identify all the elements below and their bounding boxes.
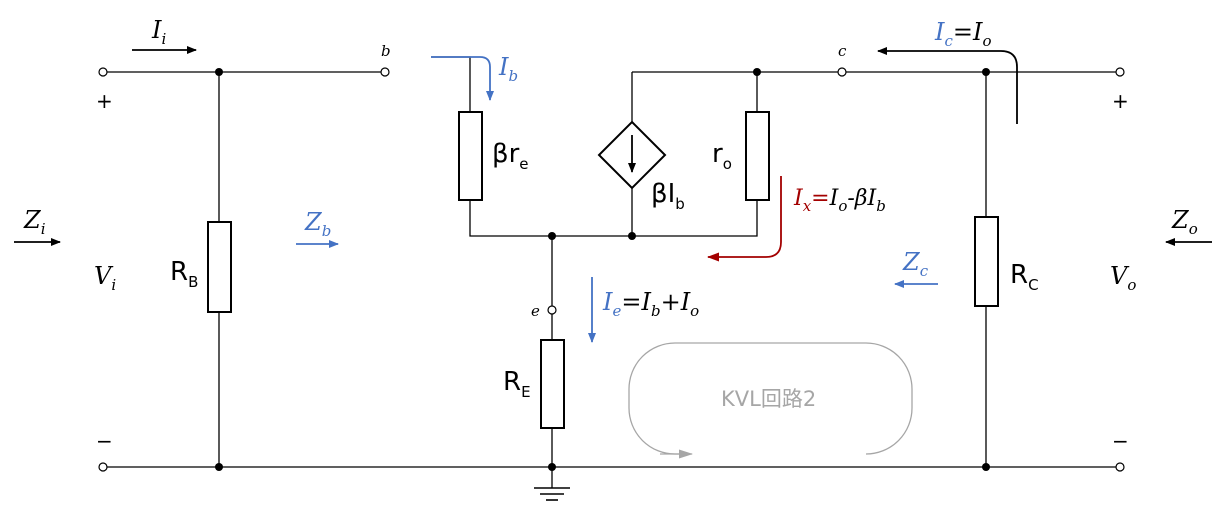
arrow-ic xyxy=(877,47,1018,124)
polarity-out-plus: + xyxy=(1112,89,1129,113)
ground-symbol xyxy=(534,487,570,501)
terminal-in-top xyxy=(98,67,108,77)
terminal-out-bottom xyxy=(1115,462,1125,472)
kvl-loop-label: KVL回路2 xyxy=(721,387,816,411)
junction-dots xyxy=(215,68,990,471)
label-ix: Ix=Io-βIb xyxy=(793,186,886,215)
label-ib: Ib xyxy=(498,53,518,85)
terminal-c xyxy=(837,67,847,77)
resistor-re xyxy=(540,339,565,429)
label-beta-re: βre xyxy=(492,139,529,173)
resistor-ro xyxy=(745,111,770,201)
label-rc: RC xyxy=(1010,260,1039,294)
label-zo: Zo xyxy=(1171,206,1198,238)
terminal-b xyxy=(380,67,390,77)
label-zi: Zi xyxy=(23,206,46,238)
node-label-c: c xyxy=(838,42,847,60)
label-ro: ro xyxy=(712,139,732,173)
label-zb: Zb xyxy=(304,208,331,240)
node-label-e: e xyxy=(531,302,540,320)
kvl-loop-2 xyxy=(628,342,913,455)
polarity-out-minus: − xyxy=(1112,429,1129,453)
terminal-in-bottom xyxy=(98,462,108,472)
label-zc: Zc xyxy=(902,248,929,280)
resistor-rb xyxy=(207,221,232,313)
resistor-rc xyxy=(974,216,999,307)
label-ie: Ie=Ib+Io xyxy=(602,288,699,320)
resistor-beta-re xyxy=(458,111,483,201)
label-vi: Vi xyxy=(94,262,116,294)
polarity-in-minus: − xyxy=(96,429,113,453)
wires xyxy=(103,56,1120,488)
arrow-ib xyxy=(431,56,494,101)
label-ic: Ic=Io xyxy=(934,18,992,50)
terminals xyxy=(98,67,1125,472)
emitter-bus xyxy=(469,200,758,237)
dependent-current-source xyxy=(597,120,667,190)
arrow-ix xyxy=(707,176,782,262)
terminal-out-top xyxy=(1115,67,1125,77)
label-vo: Vo xyxy=(1110,262,1136,294)
terminal-e xyxy=(547,305,557,315)
label-ii: Ii xyxy=(151,16,166,48)
polarity-in-plus: + xyxy=(96,89,113,113)
node-label-b: b xyxy=(381,42,391,60)
label-rb: RB xyxy=(170,257,198,291)
base-wire xyxy=(431,56,471,112)
label-re: RE xyxy=(503,367,531,401)
label-beta-ib: βIb xyxy=(651,179,685,213)
